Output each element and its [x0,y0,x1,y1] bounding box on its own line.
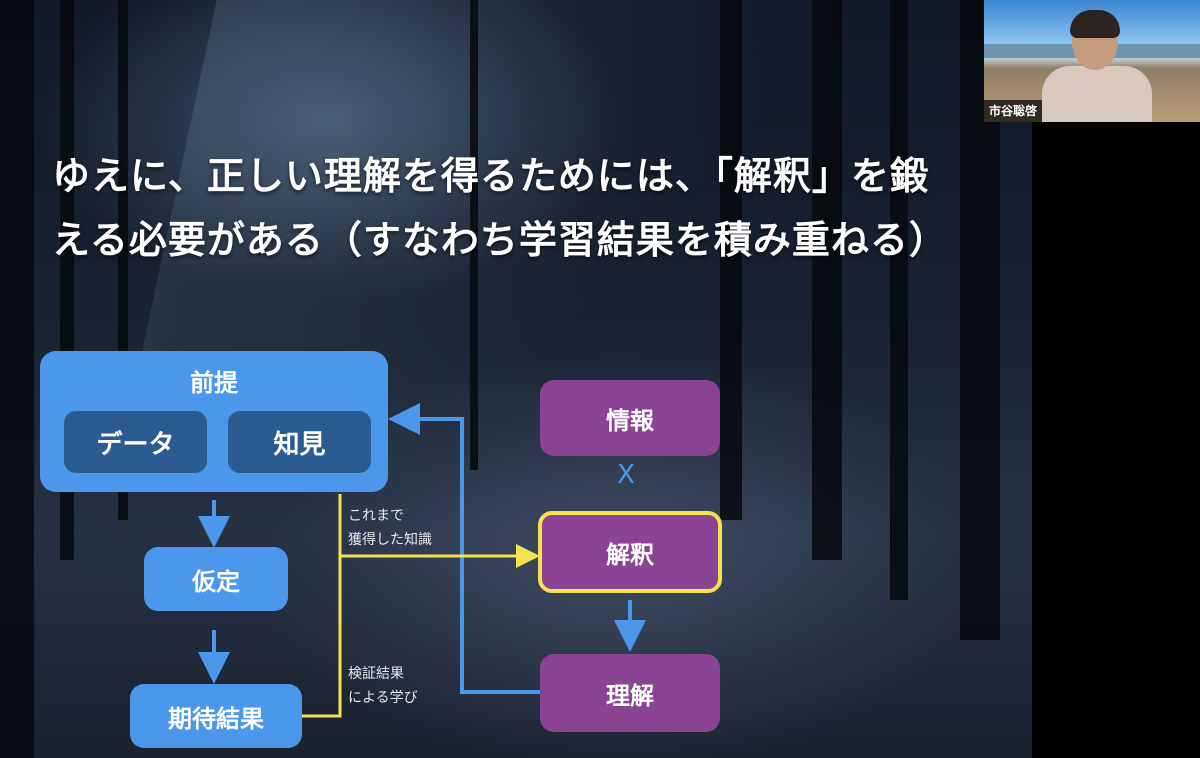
interpretation-box: 解釈 [538,511,722,593]
hypothesis-box: 仮定 [144,547,288,611]
tree-trunk [812,0,842,560]
tree-trunk [890,0,908,600]
information-box: 情報 [540,380,720,456]
knowledge-label: 知見 [273,429,326,460]
tree-trunk [0,0,34,758]
expected-result-label: 期待結果 [168,704,264,733]
line-expected-to-interpretation [302,556,342,718]
information-label: 情報 [606,406,654,435]
knowledge-box: 知見 [228,411,371,473]
tree-trunk [470,0,478,470]
annotation-learning-line1: 検証結果 [348,666,404,682]
tree-trunk [720,0,742,520]
interpretation-label: 解釈 [606,540,654,569]
annotation-knowledge: これまで 獲得した知識 [348,504,432,552]
annotation-learning-line2: による学び [348,690,418,706]
hypothesis-label: 仮定 [192,567,240,596]
annotation-knowledge-line2: 獲得した知識 [348,532,432,548]
premise-title: 前提 [190,369,238,397]
diagram-connectors [198,403,646,718]
understanding-box: 理解 [540,654,720,732]
data-box: データ [64,411,207,473]
participant-name-label: 市谷聡啓 [984,100,1043,122]
slide-headline: ゆえに、正しい理解を得るためには、「解釈」を鍛える必要がある（すなわち学習結果を… [52,154,948,262]
presentation-slide: ゆえに、正しい理解を得るためには、「解釈」を鍛える必要がある（すなわち学習結果を… [0,0,1032,758]
understanding-label: 理解 [606,681,654,710]
cross-symbol: X [617,460,635,490]
participant-video-tile[interactable]: 市谷聡啓 [984,0,1200,122]
participant-torso [1042,66,1152,122]
expected-result-box: 期待結果 [130,684,302,748]
participant-hair [1070,10,1120,38]
annotation-knowledge-line1: これまで [348,508,404,524]
premise-box: 前提 データ 知見 [40,351,388,492]
tree-trunk [118,0,128,520]
annotation-learning: 検証結果 による学び [348,662,418,710]
data-label: データ [96,429,175,460]
